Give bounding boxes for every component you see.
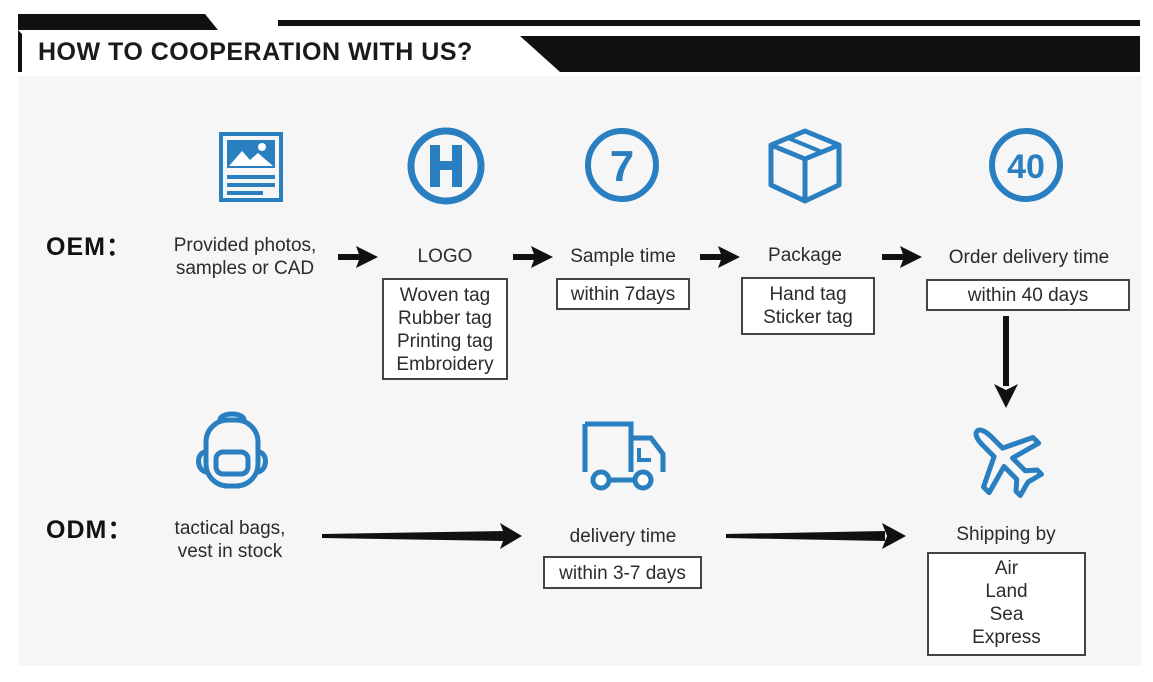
logo-title: LOGO (417, 246, 473, 267)
forty-days-label: 40 (1007, 148, 1045, 186)
oem-label: OEM： (46, 233, 132, 261)
odm-start-text: tactical bags, vest in stock (140, 517, 320, 563)
arrow-head (882, 523, 906, 549)
image-icon (219, 132, 283, 202)
arrow-head (531, 246, 553, 268)
logo-option: Printing tag (396, 331, 494, 352)
arrow-shaft (700, 254, 722, 260)
arrow-head (718, 246, 740, 268)
logo-option: Rubber tag (397, 308, 492, 329)
arrow-head (356, 246, 378, 268)
arrow-head (900, 246, 922, 268)
arrow-shaft (338, 254, 360, 260)
page-title: HOW TO COOPERATION WITH US? (38, 38, 473, 66)
odm-label: ODM： (46, 516, 134, 544)
order-delivery-box: within 40 days (926, 279, 1130, 311)
forty-days-icon: 40 (989, 128, 1063, 202)
oem-step-photos-line2: samples or CAD (175, 258, 315, 279)
sample-time-value: within 7days (570, 284, 676, 305)
shipping-option: Air (994, 558, 1019, 579)
delivery-time-box: within 3-7 days (543, 556, 702, 589)
package-option: Sticker tag (763, 307, 853, 328)
sample-time-box: within 7days (556, 278, 690, 310)
package-title: Package (768, 245, 842, 266)
shipping-option: Land (985, 581, 1028, 602)
seven-days-label: 7 (610, 142, 634, 191)
order-delivery-title: Order delivery time (948, 247, 1110, 268)
order-delivery-value: within 40 days (967, 285, 1089, 306)
arrow-shaft (882, 254, 904, 260)
logo-options-box: Woven tag Rubber tag Printing tag Embroi… (382, 278, 508, 380)
logo-option: Woven tag (399, 285, 491, 306)
airplane-icon (973, 427, 1044, 498)
header-banner (18, 14, 1140, 72)
odm-start-line1: tactical bags, (174, 518, 286, 539)
arrow-head (500, 523, 522, 549)
delivery-time-title: delivery time (569, 526, 677, 547)
shipping-option: Sea (989, 604, 1024, 625)
sample-time-title: Sample time (570, 246, 676, 267)
oem-step-photos-line1: Provided photos, (173, 235, 317, 256)
shipping-option: Express (972, 627, 1041, 648)
shipping-options-box: Air Land Sea Express (927, 552, 1086, 656)
seven-days-icon: 7 (585, 128, 659, 202)
package-option: Hand tag (769, 284, 847, 305)
shipping-title: Shipping by (956, 524, 1056, 545)
delivery-time-value: within 3-7 days (559, 563, 686, 584)
odm-arrow-shaft (322, 531, 505, 541)
odm-arrow-shaft (726, 531, 885, 541)
oem-step-photos: Provided photos, samples or CAD (155, 234, 335, 280)
arrow-shaft (513, 254, 535, 260)
odm-start-line2: vest in stock (177, 541, 283, 562)
backpack-icon (196, 411, 268, 489)
logo-h-icon (407, 127, 485, 205)
package-box-icon (768, 128, 842, 204)
package-options-box: Hand tag Sticker tag (741, 277, 875, 335)
arrow-head (994, 384, 1018, 408)
logo-option: Embroidery (396, 354, 494, 375)
truck-icon (582, 421, 666, 491)
arrow-shaft (1003, 316, 1009, 386)
